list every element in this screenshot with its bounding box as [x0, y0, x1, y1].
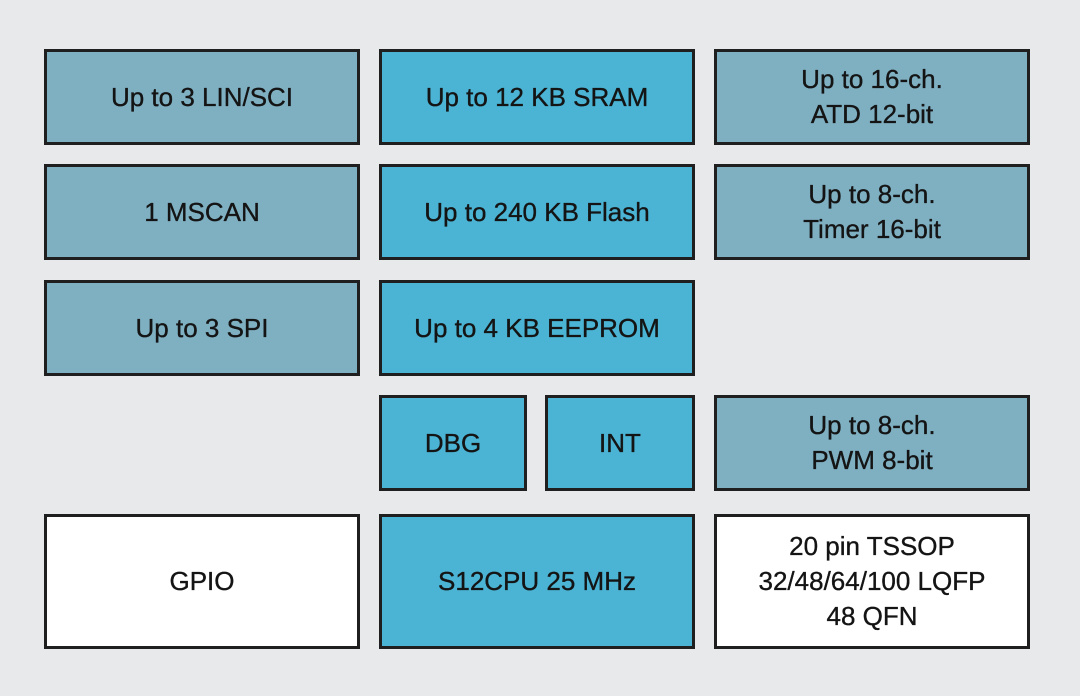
timer-block: Up to 8-ch. Timer 16-bit	[714, 164, 1030, 260]
packages-block: 20 pin TSSOP 32/48/64/100 LQFP 48 QFN	[714, 514, 1030, 649]
lin-sci-label: Up to 3 LIN/SCI	[110, 81, 294, 112]
dbg-block: DBG	[379, 395, 527, 491]
dbg-label: DBG	[424, 427, 482, 458]
package-tssop-label: 20 pin TSSOP	[789, 531, 955, 561]
lin-sci-block: Up to 3 LIN/SCI	[44, 49, 360, 145]
package-lqfp-label: 32/48/64/100 LQFP	[758, 566, 986, 596]
sram-block: Up to 12 KB SRAM	[379, 49, 695, 145]
gpio-block: GPIO	[44, 514, 360, 649]
int-block: INT	[545, 395, 695, 491]
spi-block: Up to 3 SPI	[44, 280, 360, 376]
atd-label-line2: ATD 12-bit	[810, 99, 934, 129]
mscan-block: 1 MSCAN	[44, 164, 360, 260]
flash-label: Up to 240 KB Flash	[424, 196, 650, 227]
pwm-label-line1: Up to 8-ch.	[808, 410, 936, 440]
timer-label-line2: Timer 16-bit	[803, 214, 941, 244]
flash-block: Up to 240 KB Flash	[379, 164, 695, 260]
package-qfn-label: 48 QFN	[826, 601, 918, 631]
int-label: INT	[599, 427, 641, 458]
spi-label: Up to 3 SPI	[135, 312, 269, 343]
pwm-label-line2: PWM 8-bit	[811, 445, 933, 475]
timer-label-line1: Up to 8-ch.	[808, 179, 936, 209]
atd-label-line1: Up to 16-ch.	[801, 64, 943, 94]
eeprom-label: Up to 4 KB EEPROM	[414, 312, 660, 343]
cpu-label: S12CPU 25 MHz	[438, 566, 636, 596]
gpio-label: GPIO	[169, 566, 235, 596]
atd-block: Up to 16-ch. ATD 12-bit	[714, 49, 1030, 145]
pwm-block: Up to 8-ch. PWM 8-bit	[714, 395, 1030, 491]
eeprom-block: Up to 4 KB EEPROM	[379, 280, 695, 376]
mscan-label: 1 MSCAN	[144, 196, 260, 227]
sram-label: Up to 12 KB SRAM	[425, 81, 649, 112]
cpu-block: S12CPU 25 MHz	[379, 514, 695, 649]
